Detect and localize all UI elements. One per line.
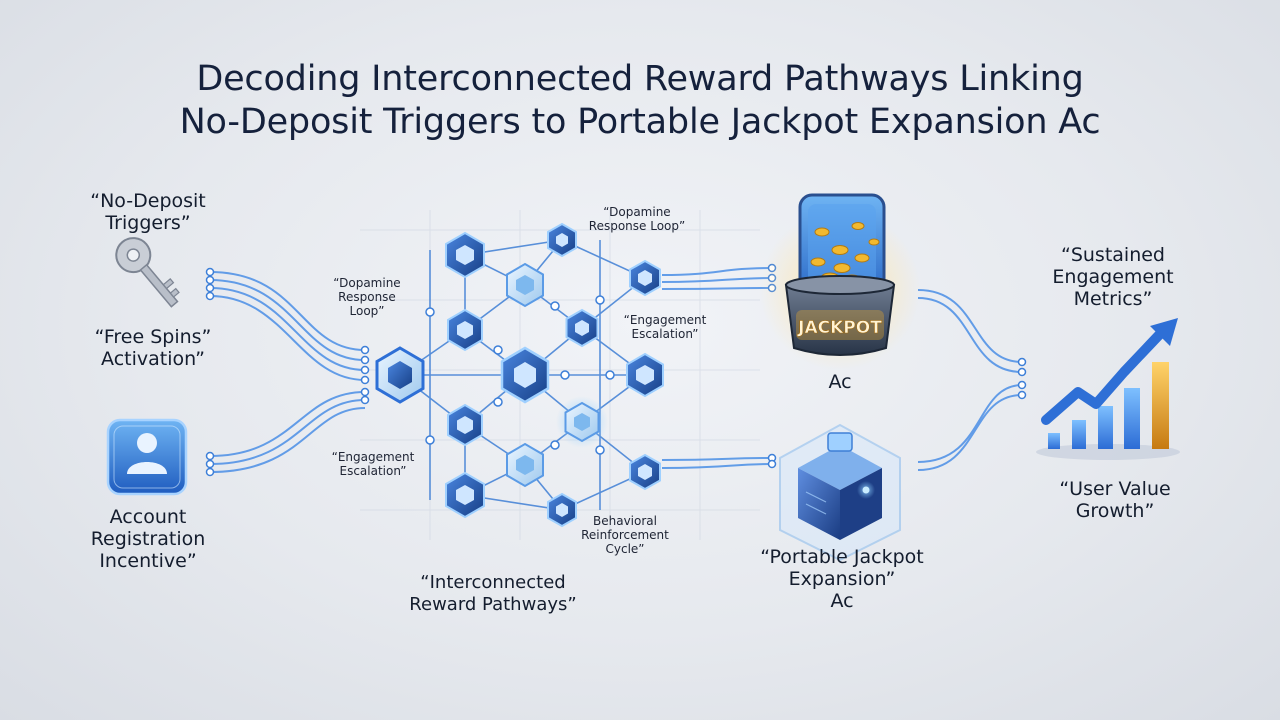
hex-node — [506, 262, 544, 308]
hex-node — [500, 346, 550, 404]
label-engagement-left: “Engagement Escalation” — [331, 450, 415, 478]
hex-node — [506, 442, 544, 488]
jackpot-badge: JACKPOT — [797, 318, 882, 338]
hex-node — [626, 352, 664, 398]
hex-node — [629, 453, 661, 491]
input-ports — [205, 267, 370, 477]
label-dopamine-left: “Dopamine Response Loop” — [333, 276, 401, 318]
label-engagement-right: “Engagement Escalation” — [623, 313, 707, 341]
page-title: Decoding Interconnected Reward Pathways … — [0, 58, 1280, 144]
title-line-1: Decoding Interconnected Reward Pathways … — [196, 59, 1084, 99]
input-connectors — [209, 271, 366, 473]
hex-node — [445, 471, 485, 519]
label-no-deposit-triggers: “No-Deposit Triggers” — [90, 190, 206, 234]
hex-node — [629, 259, 661, 297]
label-free-spins: “Free Spins” Activation” — [94, 326, 212, 370]
hex-node — [547, 492, 577, 528]
hex-node — [375, 346, 425, 404]
label-sustained-engagement: “Sustained Engagement Metrics” — [1052, 244, 1174, 310]
hex-node — [565, 308, 599, 348]
label-jackpot-ac: Ac — [828, 371, 852, 393]
user-icon — [106, 418, 188, 496]
growth-chart-icon — [1036, 318, 1180, 460]
label-user-value-growth: “User Value Growth” — [1059, 478, 1171, 522]
title-line-2: No-Deposit Triggers to Portable Jackpot … — [179, 102, 1101, 142]
label-portable-expansion: “Portable Jackpot Expansion” Ac — [760, 546, 924, 612]
hex-node — [445, 231, 485, 279]
network-nodes — [375, 222, 664, 528]
hex-node — [447, 308, 483, 352]
label-account-registration: Account Registration Incentive” — [90, 506, 206, 572]
hex-node — [447, 403, 483, 447]
label-behavioral-cycle: Behavioral Reinforcement Cycle” — [581, 514, 669, 556]
metric-ports — [1017, 357, 1027, 400]
label-interconnected-pathways: “Interconnected Reward Pathways” — [409, 572, 577, 615]
network-junctions — [425, 295, 615, 455]
hex-node — [556, 396, 608, 448]
label-dopamine-top: “Dopamine Response Loop” — [588, 205, 686, 233]
metric-connectors — [917, 289, 1023, 471]
expansion-cube-icon — [779, 423, 901, 562]
network-output-connectors — [661, 267, 773, 469]
hex-node — [547, 222, 577, 258]
key-icon — [115, 237, 180, 308]
jackpot-icon — [760, 193, 920, 370]
